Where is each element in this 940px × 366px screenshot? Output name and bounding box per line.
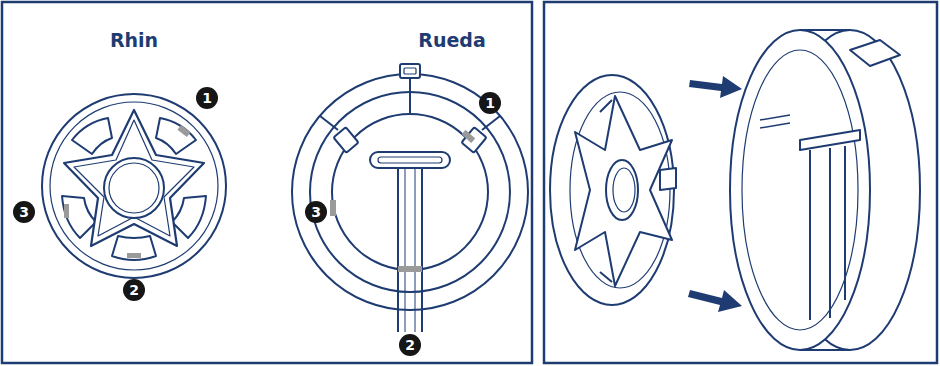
callout-number: 1: [196, 87, 218, 109]
callout-number: 3: [305, 201, 327, 223]
part-name: Rhin: [107, 29, 161, 51]
callout-number: 2: [399, 334, 421, 356]
callout-number: 2: [123, 279, 145, 301]
callout-number: 3: [13, 201, 35, 223]
part-name: Rueda: [415, 29, 488, 51]
callout-number: 1: [479, 92, 501, 114]
